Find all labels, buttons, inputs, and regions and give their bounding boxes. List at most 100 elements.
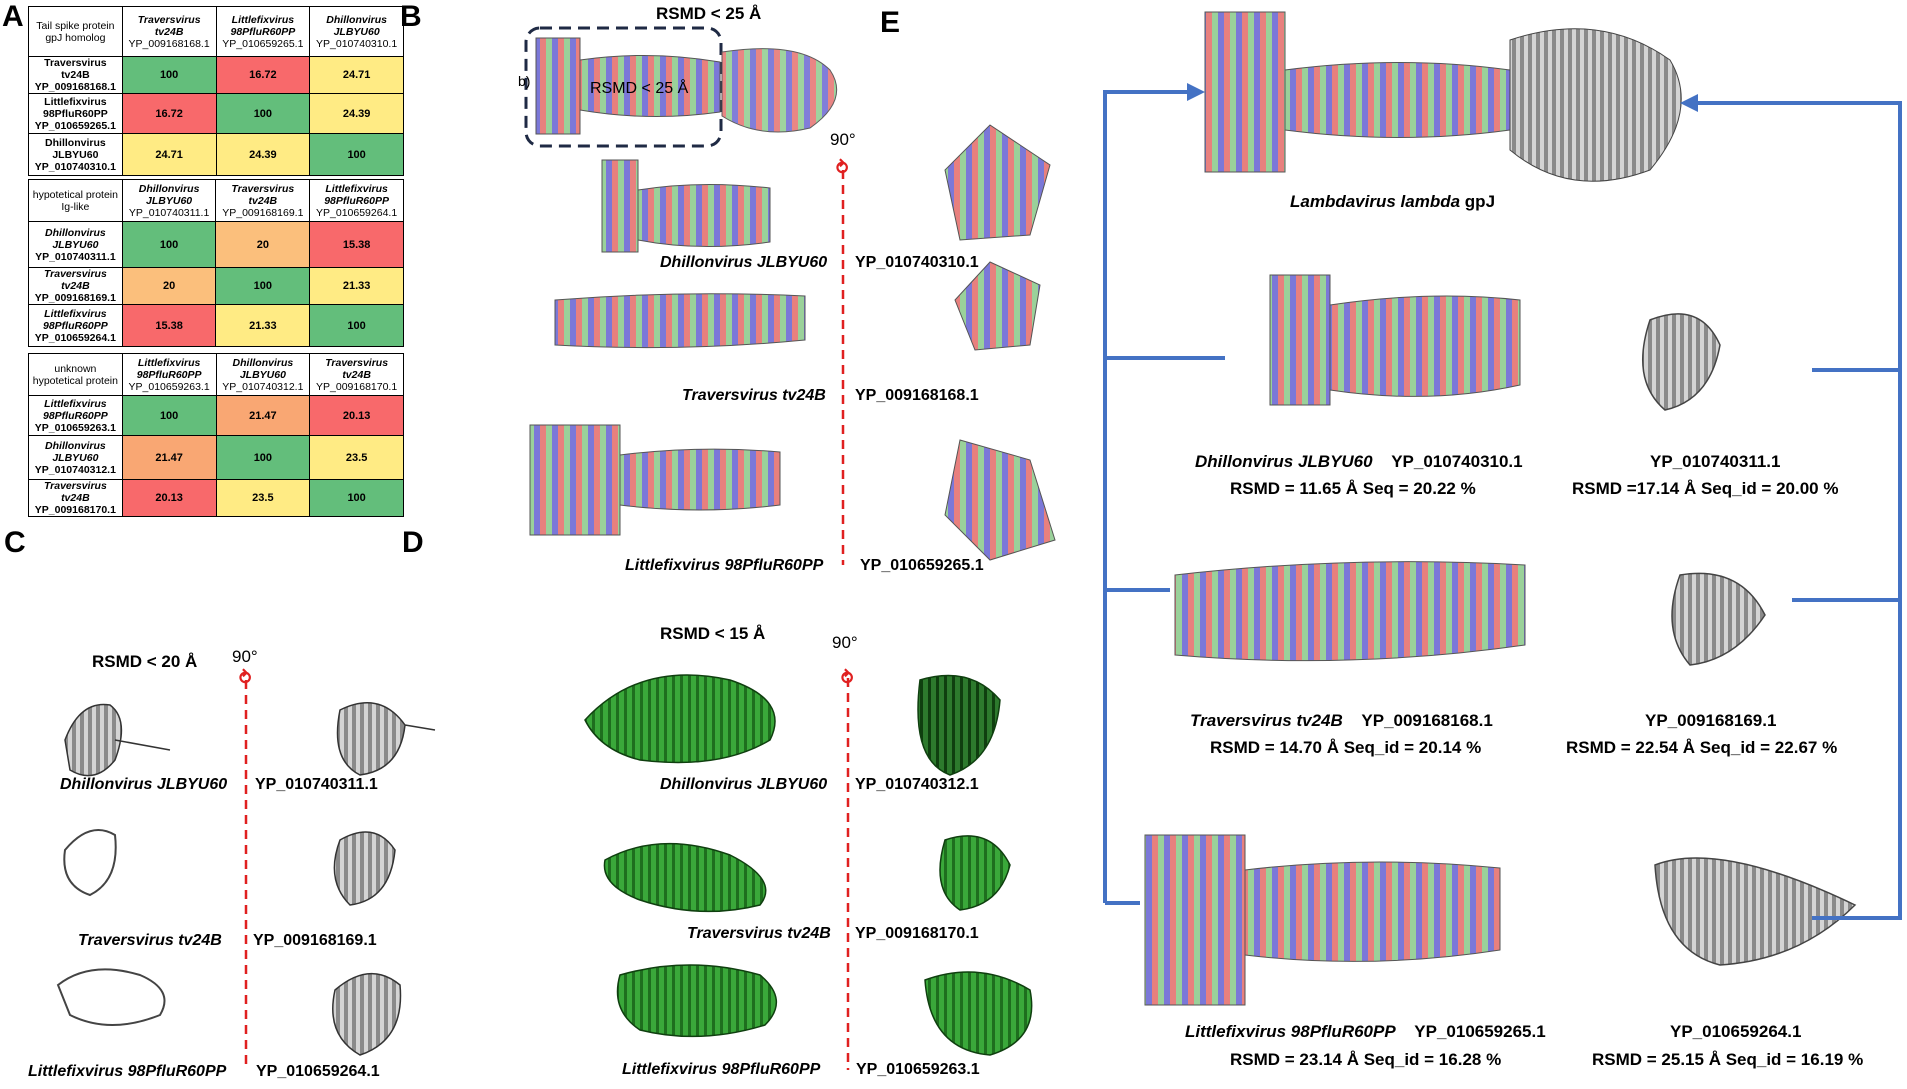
panel-label-e: E <box>880 6 901 39</box>
table-cell: 100 <box>121 395 217 436</box>
panel-c-label-traversvirus: Traversvirus tv24B <box>78 932 222 949</box>
panel-d-label-traversvirus: Traversvirus tv24B <box>687 925 831 942</box>
panel-e-dhillonvirus-stats: RSMD = 11.65 Å Seq = 20.22 % <box>1230 479 1476 498</box>
panel-b-label-traversvirus: Traversvirus tv24B <box>682 387 826 404</box>
table-cell: 20.13 <box>309 395 404 436</box>
table-cell: 100 <box>121 56 217 94</box>
panel-e-littlefixvirus-stats: RSMD = 23.14 Å Seq_id = 16.28 % <box>1230 1050 1502 1069</box>
panel-e-traversvirus-label: Traversvirus tv24B YP_009168168.1 <box>1190 711 1493 730</box>
panel-b-dhillonvirus-top <box>944 124 1051 241</box>
table-cell: 100 <box>121 221 217 268</box>
table-cell: 23.5 <box>215 479 311 517</box>
table-cell: 21.47 <box>121 435 217 480</box>
table-cell: 16.72 <box>121 93 217 134</box>
panel-c-id-littlefixvirus: YP_010659264.1 <box>256 1063 380 1080</box>
panel-c-angle: 90° <box>232 647 258 666</box>
panel-e-dhillonvirus <box>1269 274 1721 411</box>
panel-e-littlefixvirus-id2: YP_010659264.1 <box>1670 1022 1802 1041</box>
panel-e-littlefixvirus-stats2: RSMD = 25.15 Å Seq_id = 16.19 % <box>1592 1050 1864 1069</box>
panel-d-id-dhillonvirus: YP_010740312.1 <box>855 776 979 793</box>
table-cell: 24.71 <box>121 133 217 176</box>
panel-c-label-dhillonvirus: Dhillonvirus JLBYU60 <box>60 776 228 793</box>
rotation-arrow-d: ⥁ <box>841 668 853 688</box>
panel-label-c: C <box>4 526 26 559</box>
panel-e-dhillonvirus-id2: YP_010740311.1 <box>1650 452 1781 471</box>
rotation-arrow-b: ⥁ <box>836 158 848 178</box>
panel-b-label-dhillonvirus: Dhillonvirus JLBYU60 <box>660 254 828 271</box>
panel-b-id-traversvirus: YP_009168168.1 <box>855 387 979 404</box>
panel-d-label-littlefixvirus: Littlefixvirus 98PfluR60PP <box>622 1061 821 1078</box>
table-cell: 15.38 <box>121 304 217 347</box>
table-cell: 24.71 <box>309 56 404 94</box>
panel-b-traversvirus-top <box>954 261 1041 351</box>
panel-b-id-littlefixvirus: YP_010659265.1 <box>860 557 984 574</box>
panel-d-title: RSMD < 15 Å <box>660 624 766 643</box>
panel-e-traversvirus <box>1174 561 1766 666</box>
panel-e-dhillonvirus-label: Dhillonvirus JLBYU60 YP_010740310.1 <box>1195 452 1523 471</box>
panel-b-dhillonvirus-side <box>601 159 771 253</box>
arrowhead-right <box>1680 94 1698 112</box>
panel-e-reference-label: Lambdavirus lambda gpJ <box>1290 192 1496 211</box>
panel-d-id-traversvirus: YP_009168170.1 <box>855 925 979 942</box>
panel-b-traversvirus-side <box>554 293 806 349</box>
panel-b-overlay-label: RSMD < 25 Å <box>590 80 689 97</box>
table-cell: 23.5 <box>309 435 404 480</box>
arrowhead-left <box>1187 83 1205 101</box>
panel-label-d: D <box>402 526 424 559</box>
table-cell: 15.38 <box>309 221 404 268</box>
table-cell: 20 <box>121 267 217 305</box>
panel-c-title: RSMD < 20 Å <box>92 652 198 671</box>
rotation-arrow-c: ⥁ <box>239 668 251 688</box>
panel-d-angle: 90° <box>832 633 858 652</box>
panel-c-label-littlefixvirus: Littlefixvirus 98PfluR60PP <box>28 1063 227 1080</box>
panel-d-label-dhillonvirus: Dhillonvirus JLBYU60 <box>660 776 828 793</box>
table-cell: 20 <box>215 221 311 268</box>
panel-e-connectors <box>1103 90 1902 920</box>
table-cell: 20.13 <box>121 479 217 517</box>
panel-c-id-traversvirus: YP_009168169.1 <box>253 932 377 949</box>
table-cell: 100 <box>309 304 404 347</box>
panel-e-traversvirus-id2: YP_009168169.1 <box>1645 711 1777 730</box>
table-cell: 21.33 <box>215 304 311 347</box>
panel-c-structures <box>56 702 436 1056</box>
panel-e-dhillonvirus-stats2: RSMD =17.14 Å Seq_id = 20.00 % <box>1572 479 1839 498</box>
panel-e-traversvirus-stats: RSMD = 14.70 Å Seq_id = 20.14 % <box>1210 738 1482 757</box>
table-cell: 100 <box>309 133 404 176</box>
panel-d-id-littlefixvirus: YP_010659263.1 <box>856 1061 980 1078</box>
table-cell: 100 <box>215 93 311 134</box>
panel-b-littlefixvirus-top <box>944 439 1056 561</box>
panel-e-littlefixvirus-label: Littlefixvirus 98PfluR60PP YP_010659265.… <box>1185 1022 1546 1041</box>
panel-e-lambda-gpj <box>1204 11 1682 182</box>
panel-b-reference-structure <box>524 26 838 148</box>
panel-e-littlefixvirus <box>1144 834 1857 1006</box>
panel-d-structures <box>584 674 1033 1056</box>
panel-e-traversvirus-stats2: RSMD = 22.54 Å Seq_id = 22.67 % <box>1566 738 1838 757</box>
panel-b-label-littlefixvirus: Littlefixvirus 98PfluR60PP <box>625 557 824 574</box>
panel-b-angle: 90° <box>830 130 856 149</box>
panel-b-small-b: b) <box>518 73 531 89</box>
panel-label-a: A <box>2 0 24 33</box>
panel-b-id-dhillonvirus: YP_010740310.1 <box>855 254 979 271</box>
panel-b-title: RSMD < 25 Å <box>656 4 762 23</box>
table-cell: 100 <box>309 479 404 517</box>
